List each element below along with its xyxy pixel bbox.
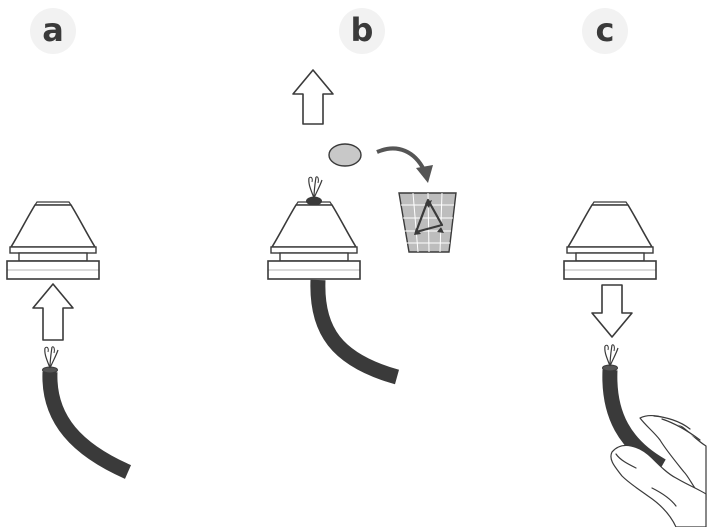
up-arrow-icon bbox=[292, 69, 334, 125]
step-c-badge: c bbox=[582, 8, 628, 54]
step-b-label: b bbox=[350, 10, 374, 49]
seal-disc bbox=[328, 143, 362, 167]
gland-a bbox=[6, 201, 100, 280]
hand-icon bbox=[610, 414, 707, 527]
recycle-bin-icon bbox=[398, 192, 457, 253]
step-a-label: a bbox=[42, 10, 64, 49]
down-arrow-icon bbox=[591, 284, 633, 338]
curved-arrow-head bbox=[416, 165, 433, 183]
step-b-badge: b bbox=[339, 8, 385, 54]
step-a-badge: a bbox=[30, 8, 76, 54]
step-c-label: c bbox=[595, 10, 615, 49]
gland-b bbox=[267, 176, 361, 280]
gland-c bbox=[563, 201, 657, 280]
cable-a bbox=[42, 346, 132, 479]
up-arrow-icon bbox=[32, 283, 74, 341]
curved-arrow-icon bbox=[376, 146, 426, 171]
cable-b bbox=[310, 279, 400, 385]
